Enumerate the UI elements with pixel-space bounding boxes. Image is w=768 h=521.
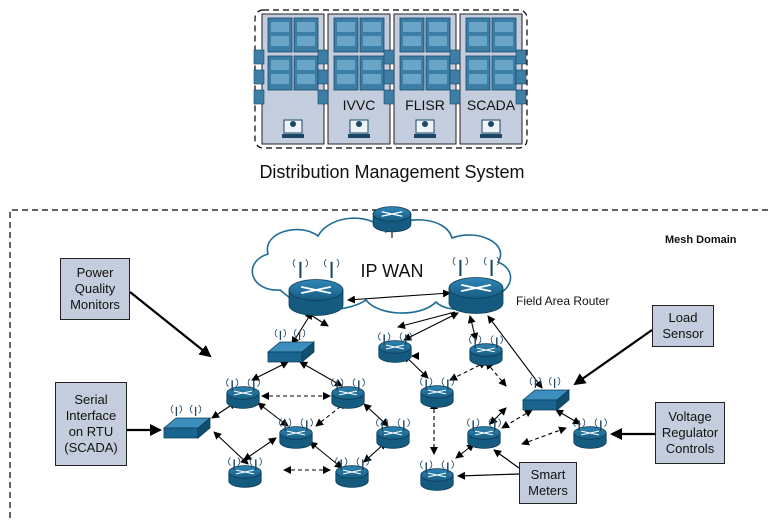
dms-app-label: SCADA — [467, 97, 516, 113]
network-link — [489, 407, 507, 425]
network-link — [521, 426, 567, 446]
mesh-router-icon — [420, 460, 454, 491]
network-link — [455, 443, 475, 459]
network-link — [555, 409, 581, 425]
serial-interface-label: Serial Interface on RTU (SCADA) — [64, 392, 118, 455]
mesh-router-icon — [420, 377, 454, 408]
power-quality-monitors-label: Power Quality Monitors — [70, 265, 120, 312]
mesh-router-icon — [226, 378, 260, 409]
rack-connector-icon — [515, 69, 527, 85]
rack-connector-icon — [253, 89, 265, 105]
rack-connector-icon — [383, 89, 395, 105]
mesh-router-icon — [228, 457, 262, 488]
network-link — [485, 361, 507, 387]
rack-connector-icon — [253, 69, 265, 85]
workstation-icon — [480, 119, 502, 138]
field-area-router-icon — [288, 258, 344, 316]
network-link — [291, 311, 313, 345]
rack-connector-icon — [515, 49, 527, 65]
network-link — [309, 441, 343, 469]
ip-wan-label: IP WAN — [360, 261, 423, 281]
load-sensor-callout: Load Sensor — [652, 305, 714, 347]
mesh-router-icon — [378, 332, 412, 363]
smart-meters-label: Smart Meters — [528, 467, 568, 498]
mesh-domain-label: Mesh Domain — [665, 234, 737, 246]
network-link — [347, 289, 451, 304]
network-link — [397, 311, 456, 330]
network-link — [363, 403, 389, 427]
network-link — [213, 431, 249, 465]
rack-connector-icon — [253, 49, 265, 65]
dms-edge-router-icon — [372, 206, 412, 233]
dms-server-rack: IVVC — [327, 13, 391, 145]
mesh-switch-icon — [266, 328, 316, 363]
network-links — [127, 222, 655, 480]
serial-interface-callout: Serial Interface on RTU (SCADA) — [55, 382, 127, 466]
field-area-router-icon — [448, 256, 504, 314]
rack-connector-icon — [383, 49, 395, 65]
voltage-regulator-callout: Voltage Regulator Controls — [655, 402, 725, 464]
rack-connector-icon — [317, 69, 329, 85]
network-link — [257, 402, 289, 427]
load-sensor-switch-icon — [521, 376, 571, 411]
network-link — [299, 361, 343, 387]
rack-connector-icon — [317, 89, 329, 105]
workstation-icon — [414, 119, 436, 138]
mesh-router-icon — [469, 335, 503, 366]
callout-arrow — [573, 329, 653, 386]
dms-app-label: FLISR — [405, 97, 445, 113]
mesh-domain-boundary — [9, 209, 768, 521]
callout-arrow — [129, 291, 212, 358]
rtu-switch-icon — [162, 404, 212, 439]
rack-connector-icon — [449, 49, 461, 65]
workstation-icon — [348, 119, 370, 138]
dms-server-rack — [261, 13, 325, 145]
network-link — [251, 361, 289, 381]
voltage-regulator-label: Voltage Regulator Controls — [661, 409, 719, 456]
field-area-router-label: Field Area Router — [516, 294, 609, 308]
rack-connector-icon — [449, 89, 461, 105]
dms-server-rack: SCADA — [459, 13, 523, 145]
dms-title: Distribution Management System — [259, 162, 524, 182]
mesh-router-icon — [573, 418, 607, 449]
dms-app-label: IVVC — [343, 97, 376, 113]
smart-meters-callout: Smart Meters — [519, 462, 577, 504]
network-devices — [162, 206, 607, 491]
dms-server-rack: FLISR — [393, 13, 457, 145]
network-link — [487, 315, 543, 389]
mesh-router-icon — [467, 418, 501, 449]
mesh-router-icon — [279, 418, 313, 449]
rack-connector-icon — [383, 69, 395, 85]
rack-connector-icon — [317, 49, 329, 65]
dms-server-group: IVVC FLISR SCADA — [253, 13, 527, 145]
callout-arrow — [457, 471, 520, 480]
power-quality-monitors-callout: Power Quality Monitors — [60, 258, 130, 320]
rack-connector-icon — [515, 89, 527, 105]
network-link — [403, 312, 459, 341]
network-link — [501, 409, 533, 429]
callout-arrow — [493, 449, 520, 469]
mesh-router-icon — [376, 418, 410, 449]
network-link — [467, 315, 479, 341]
mesh-router-icon — [335, 457, 369, 488]
network-link — [243, 437, 277, 461]
load-sensor-label: Load Sensor — [662, 310, 704, 341]
rack-connector-icon — [449, 69, 461, 85]
mesh-router-icon — [331, 378, 365, 409]
workstation-icon — [282, 119, 304, 138]
